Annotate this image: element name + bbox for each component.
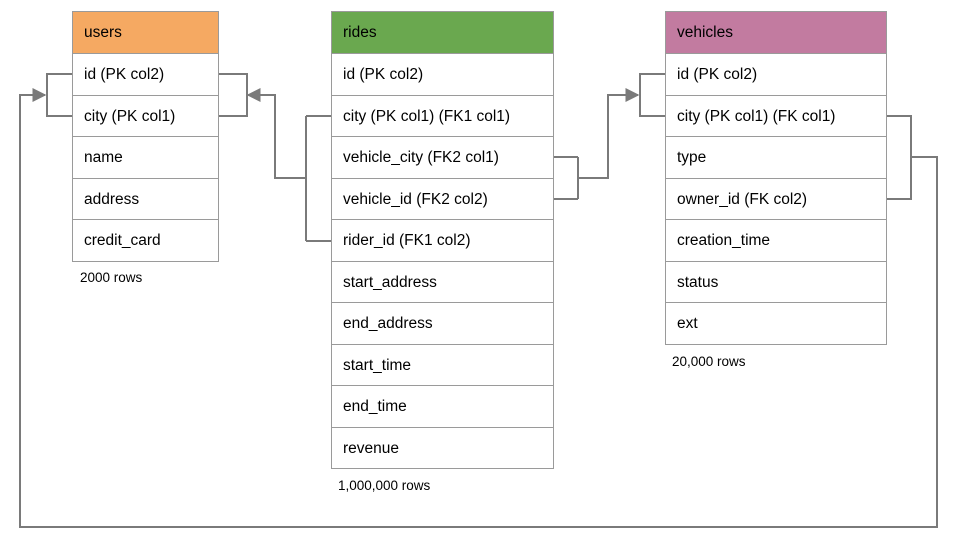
table-vehicles-column-creation-time[interactable]: creation_time (666, 220, 886, 262)
table-users-column-name[interactable]: name (73, 137, 218, 179)
table-vehicles-column-city[interactable]: city (PK col1) (FK col1) (666, 95, 886, 137)
table-rides[interactable]: rides id (PK col2) city (PK col1) (FK1 c… (331, 11, 554, 469)
table-rides-column-city[interactable]: city (PK col1) (FK1 col1) (332, 95, 553, 137)
table-users-column-address[interactable]: address (73, 178, 218, 220)
table-users-row-count: 2000 rows (80, 270, 143, 285)
table-rides-column-end-address[interactable]: end_address (332, 303, 553, 345)
table-vehicles-column-owner-id[interactable]: owner_id (FK col2) (666, 178, 886, 220)
table-rides-column-revenue[interactable]: revenue (332, 427, 553, 469)
table-vehicles-column-status[interactable]: status (666, 261, 886, 303)
table-rides-column-rider-id[interactable]: rider_id (FK1 col2) (332, 220, 553, 262)
table-vehicles-row-count: 20,000 rows (672, 354, 746, 369)
table-rides-column-start-address[interactable]: start_address (332, 261, 553, 303)
table-vehicles-column-id[interactable]: id (PK col2) (666, 54, 886, 96)
table-rides-column-vehicle-city[interactable]: vehicle_city (FK2 col1) (332, 137, 553, 179)
table-users-header: users (73, 12, 218, 54)
table-rides-row-count: 1,000,000 rows (338, 478, 431, 493)
wire-fk2-rides-to-vehicles (554, 73, 665, 200)
table-rides-column-start-time[interactable]: start_time (332, 344, 553, 386)
table-vehicles-header: vehicles (666, 12, 886, 54)
table-rides-header: rides (332, 12, 553, 54)
table-vehicles-column-ext[interactable]: ext (666, 303, 886, 345)
table-vehicles-column-type[interactable]: type (666, 137, 886, 179)
table-users-column-credit-card[interactable]: credit_card (73, 220, 218, 262)
table-users-column-city[interactable]: city (PK col1) (73, 95, 218, 137)
table-rides-column-id[interactable]: id (PK col2) (332, 54, 553, 96)
table-rides-column-end-time[interactable]: end_time (332, 386, 553, 428)
table-users-column-id[interactable]: id (PK col2) (73, 54, 218, 96)
table-vehicles[interactable]: vehicles id (PK col2) city (PK col1) (FK… (665, 11, 887, 345)
table-users[interactable]: users id (PK col2) city (PK col1) name a… (72, 11, 219, 262)
wire-fk1-rides-to-users (219, 73, 331, 242)
table-rides-column-vehicle-id[interactable]: vehicle_id (FK2 col2) (332, 178, 553, 220)
